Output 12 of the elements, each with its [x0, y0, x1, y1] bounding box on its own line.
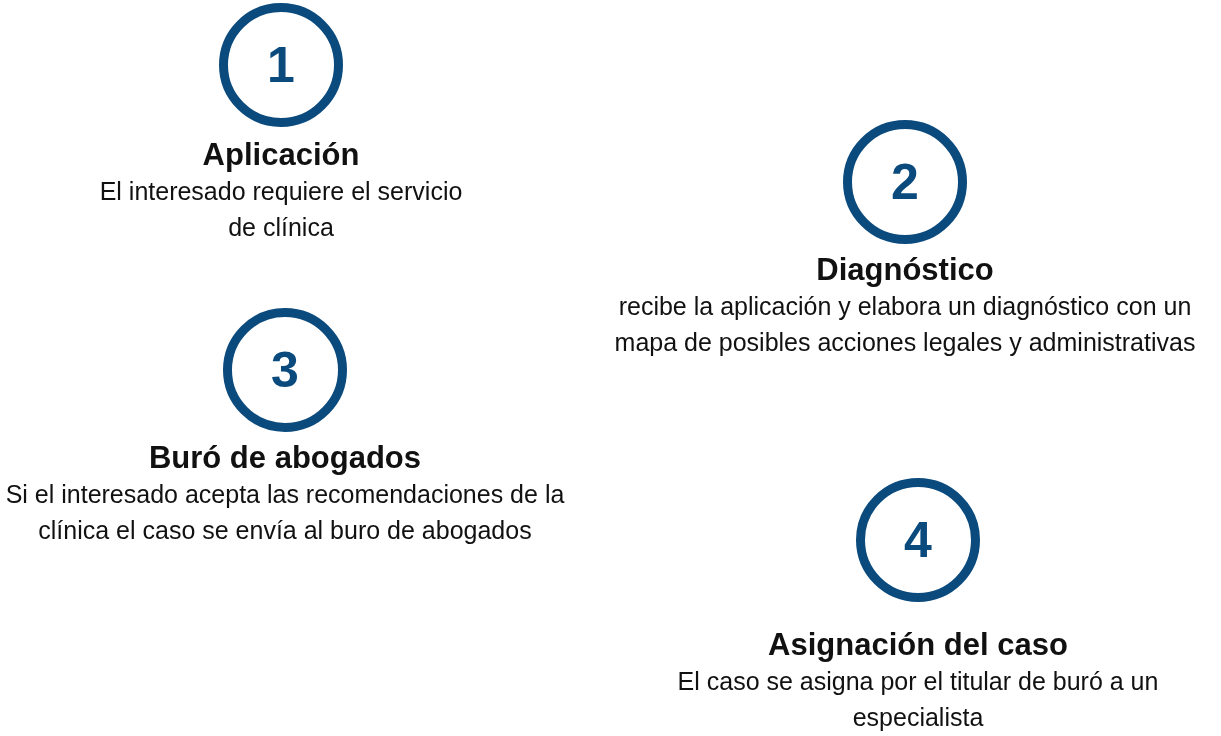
step-heading: Diagnóstico [816, 252, 994, 288]
step-heading: Aplicación [202, 137, 360, 173]
number-circle: 4 [856, 478, 980, 602]
number-circle: 1 [219, 3, 343, 127]
number-circle: 3 [223, 308, 347, 432]
step-description: El caso se asigna por el titular de buró a un especialista [676, 666, 1160, 733]
step-heading: Buró de abogados [148, 440, 422, 476]
step-heading: Asignación del caso [768, 627, 1068, 663]
step-description: Si el interesado acepta las recomendaciones de la clínica el caso se envía al buro de abogados [4, 479, 566, 546]
number-circle: 2 [843, 120, 967, 244]
step-description: recibe la aplicación y elabora un diagnóstico con un mapa de posibles acciones legales y administrativas [613, 291, 1197, 358]
step-description: El interesado requiere el servicio de clínica [98, 176, 464, 243]
